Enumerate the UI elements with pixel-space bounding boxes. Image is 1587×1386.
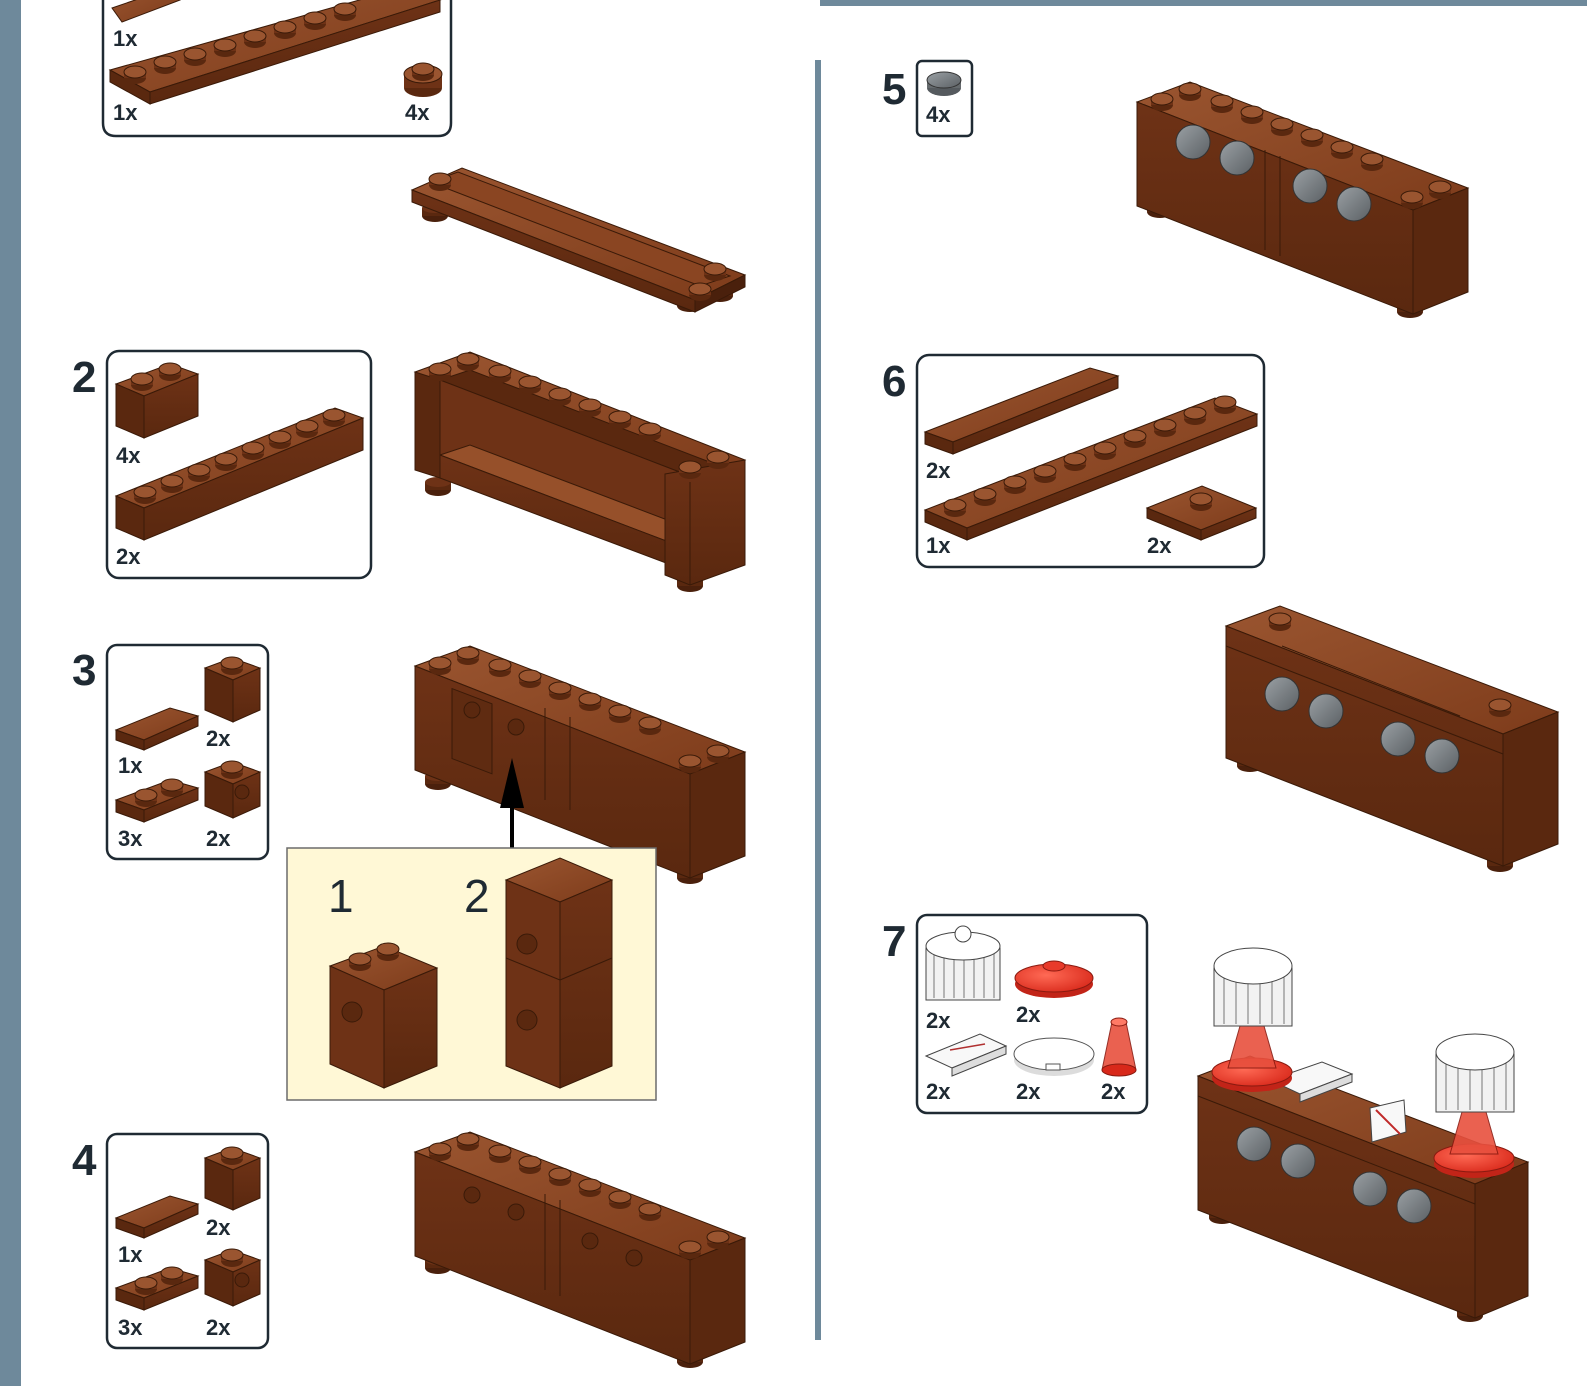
part-qty: 1x <box>118 1242 143 1267</box>
plate-icon <box>114 707 200 751</box>
grey-tile-icon <box>1219 140 1255 176</box>
part-qty: 2x <box>926 1008 951 1033</box>
brick-icon <box>203 1146 262 1211</box>
printed-tile-icon <box>1268 1061 1354 1103</box>
part-qty: 2x <box>206 1215 231 1240</box>
grey-tile-icon <box>1175 124 1211 160</box>
step-2: 2 4x 2x <box>72 349 747 592</box>
part-qty: 1x <box>113 100 138 125</box>
part-qty: 1x <box>118 753 143 778</box>
cabinet-model-icon <box>410 167 747 313</box>
cabinet-model-icon <box>413 351 747 592</box>
step-3: 3 1x 2x 3x 2x <box>72 643 747 1101</box>
arrow-up-icon <box>500 758 524 850</box>
plate-icon <box>111 0 181 23</box>
callout-sub-number: 1 <box>328 870 354 922</box>
step-4: 4 1x 2x 3x 2x <box>72 1131 747 1368</box>
lamp-shade-icon <box>925 925 1001 1001</box>
step-number: 5 <box>882 65 906 114</box>
grey-tile-icon <box>1308 693 1344 729</box>
cabinet-model-icon <box>1135 81 1470 318</box>
round-plate-icon <box>403 62 443 97</box>
part-qty: 2x <box>116 544 141 569</box>
sub-step-callout: 1 2 <box>286 847 657 1101</box>
step-number: 7 <box>882 917 906 966</box>
brick-icon <box>328 942 439 1089</box>
part-qty: 4x <box>405 100 430 125</box>
step-7: 7 2x 2x 2x 2x <box>882 913 1530 1322</box>
part-qty: 4x <box>116 443 141 468</box>
grey-tile-icon <box>1280 1143 1316 1179</box>
grey-tile-icon <box>1380 721 1416 757</box>
grey-tile-icon <box>1336 186 1372 222</box>
printed-tile-icon <box>1369 1099 1407 1143</box>
brick-icon <box>114 407 365 541</box>
step-number: 2 <box>72 353 96 402</box>
column-divider <box>815 60 821 1340</box>
plate-icon <box>108 0 442 105</box>
callout-sub-number: 2 <box>464 870 490 922</box>
grey-tile-icon <box>926 71 962 96</box>
printed-tile-icon <box>924 1033 1008 1077</box>
top-right-border <box>820 0 1587 6</box>
step-1: 1x 1x 4x <box>101 0 747 313</box>
part-qty: 2x <box>926 458 951 483</box>
brick-icon <box>203 656 262 723</box>
grey-tile-icon <box>1236 1126 1272 1162</box>
grey-tile-icon <box>1352 1171 1388 1207</box>
part-qty: 2x <box>206 1315 231 1340</box>
part-qty: 2x <box>1147 533 1172 558</box>
part-qty: 2x <box>926 1079 951 1104</box>
part-qty: 2x <box>1016 1002 1041 1027</box>
part-qty: 3x <box>118 1315 143 1340</box>
left-page-border <box>0 0 21 1386</box>
lamp-icon <box>1211 947 1293 1092</box>
step-number: 6 <box>882 357 906 406</box>
grey-tile-icon <box>1396 1188 1432 1224</box>
grey-tile-icon <box>1424 738 1460 774</box>
grey-tile-icon <box>1264 676 1300 712</box>
jumper-plate-icon <box>1145 485 1258 541</box>
red-round-plate-icon <box>1014 960 1094 998</box>
brick-icon <box>203 1248 262 1307</box>
step-6: 6 2x 1x 2x <box>882 353 1560 872</box>
lamp-icon <box>1433 1033 1515 1178</box>
part-qty: 2x <box>1016 1079 1041 1104</box>
cabinet-model-icon <box>1224 605 1560 872</box>
part-qty: 2x <box>206 826 231 851</box>
part-qty: 2x <box>1101 1079 1126 1104</box>
step-number: 3 <box>72 646 96 695</box>
part-qty: 1x <box>926 533 951 558</box>
tile-icon <box>923 367 1120 455</box>
cabinet-model-icon <box>413 1131 747 1368</box>
brick-icon <box>114 362 200 439</box>
part-qty: 4x <box>926 102 951 127</box>
cabinet-model-icon <box>1196 947 1530 1322</box>
plate-icon <box>114 778 200 823</box>
part-qty: 3x <box>118 826 143 851</box>
white-round-tile-icon <box>1013 1037 1095 1076</box>
plate-icon <box>923 395 1259 541</box>
brick-icon <box>203 760 262 819</box>
grey-tile-icon <box>1292 168 1328 204</box>
step-number: 4 <box>72 1136 97 1185</box>
plate-icon <box>114 1266 200 1311</box>
part-qty: 1x <box>113 26 138 51</box>
plate-icon <box>114 1195 200 1239</box>
brick-icon <box>504 857 614 1089</box>
step-5: 5 4x <box>882 59 1470 318</box>
red-cone-icon <box>1101 1017 1137 1077</box>
cabinet-model-icon <box>413 645 747 884</box>
part-qty: 2x <box>206 726 231 751</box>
